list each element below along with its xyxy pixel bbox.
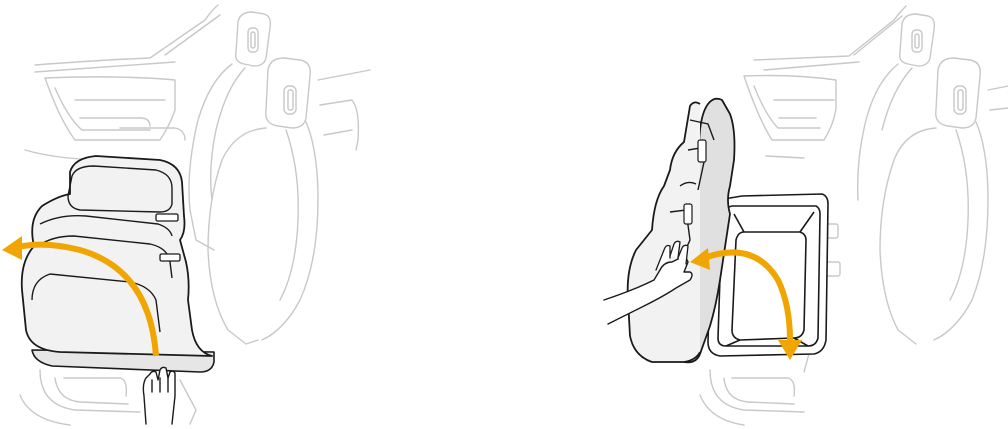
hand-icon xyxy=(143,367,175,424)
panel-reveal-storage xyxy=(504,0,1008,429)
lift-seat-illustration xyxy=(0,0,504,429)
seat-cushion xyxy=(22,156,214,372)
reveal-storage-illustration xyxy=(504,0,1008,429)
panel-lift-seat xyxy=(0,0,504,429)
